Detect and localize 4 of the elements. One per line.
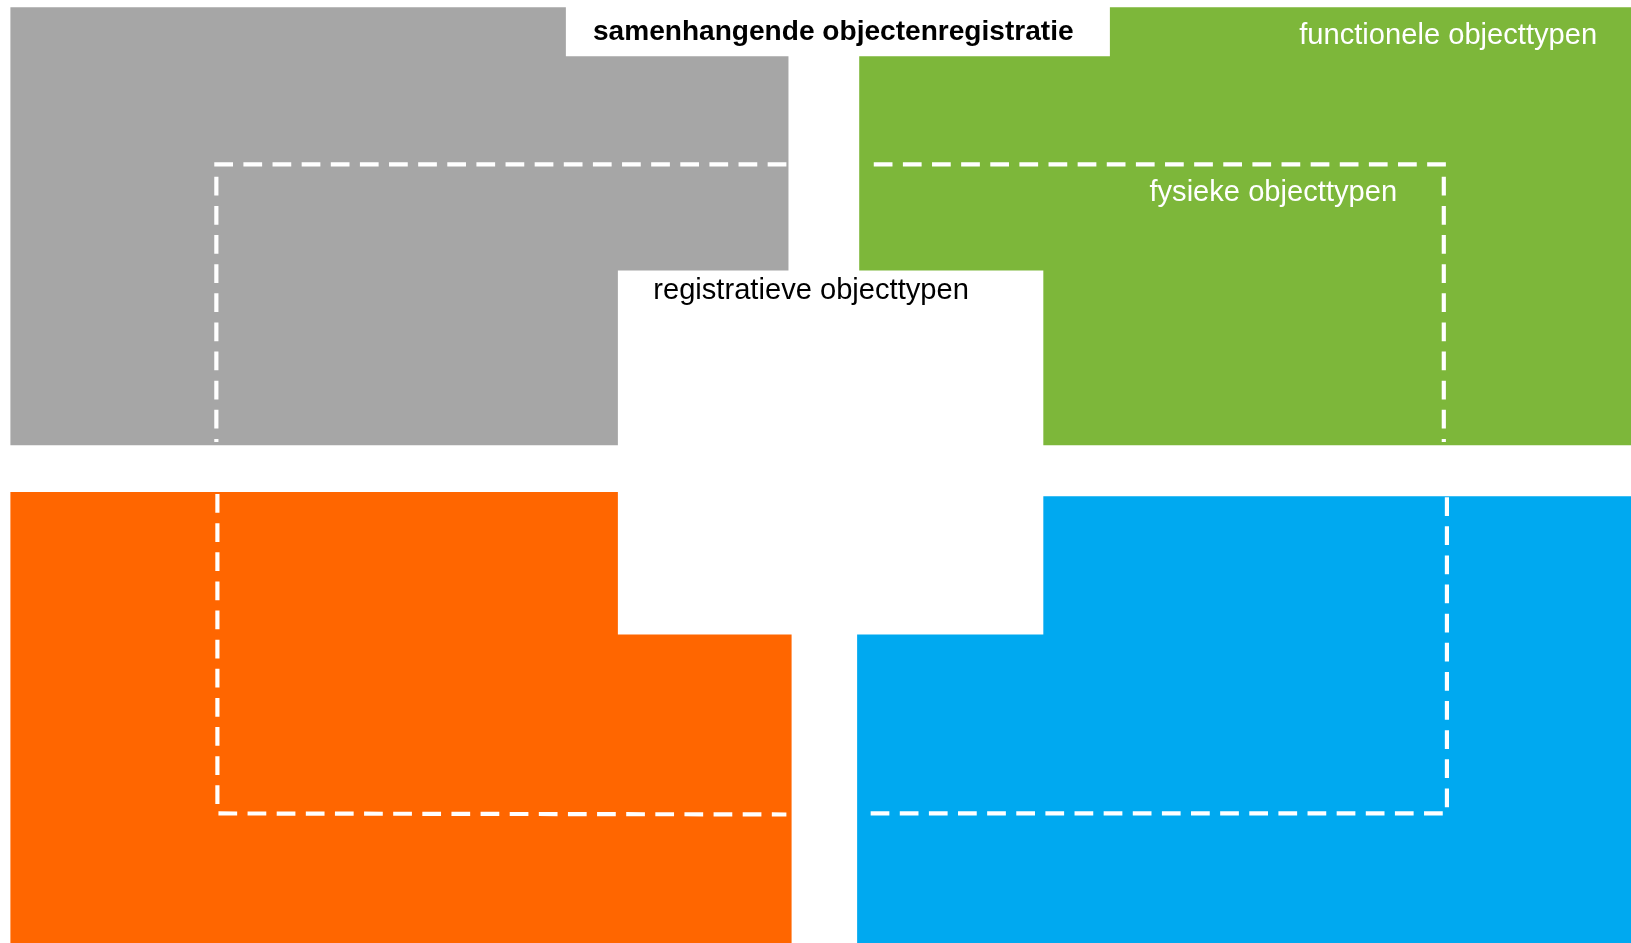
region-label: functionele objecttypen: [1299, 17, 1598, 52]
diagram-title: samenhangende objectenregistratie: [592, 14, 1074, 47]
region-label: registratieve objecttypen: [653, 272, 969, 306]
region-label: fysieke objecttypen: [1149, 174, 1398, 209]
